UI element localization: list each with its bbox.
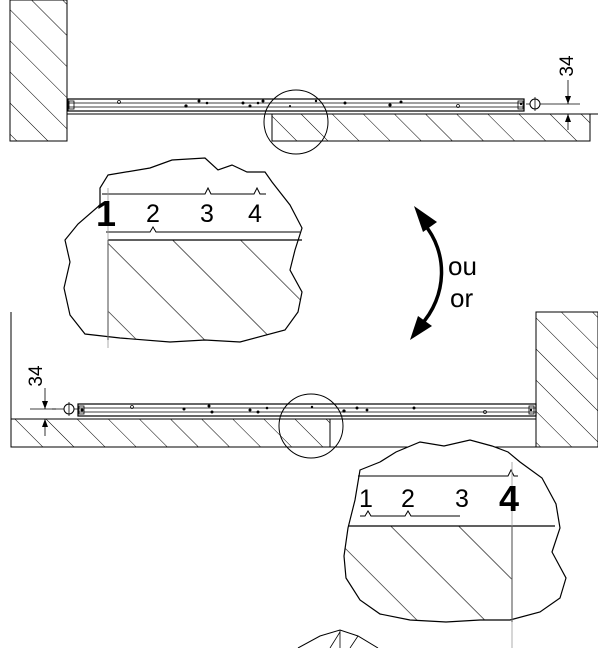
bottom-position-4: 4 [499, 478, 519, 519]
top-detail-circle [263, 89, 329, 155]
bottom-detail-view: 1 2 3 4 [343, 439, 567, 648]
bottom-right-wall [535, 311, 598, 448]
top-dimension: 34 [552, 55, 580, 130]
bottom-position-1: 1 [359, 485, 373, 513]
top-position-1: 1 [96, 193, 116, 234]
top-scale-top [102, 186, 266, 195]
bottom-scale-bottom [360, 510, 460, 517]
top-floor-slab [271, 113, 591, 142]
bottom-position-3: 3 [455, 485, 469, 513]
top-scale-bottom [106, 226, 300, 233]
top-dimension-label: 34 [557, 55, 578, 77]
top-left-wall [9, 0, 68, 142]
bottom-floor-slab [10, 418, 331, 448]
arrow-head-down [410, 316, 432, 340]
bottom-dimension-label: 34 [26, 365, 47, 387]
bottom-detail-circle [278, 393, 344, 459]
top-rail [67, 98, 525, 112]
alternative-label-en: or [450, 283, 473, 313]
bottom-configuration: 34 [10, 311, 598, 459]
bottom-dimension: 34 [26, 365, 56, 436]
bottom-rail [77, 403, 537, 417]
partial-next-detail [297, 629, 379, 648]
bottom-pivot-marker [52, 402, 78, 416]
alternative-arrow: ou or [410, 206, 477, 340]
top-detail-view: 1 2 3 4 [63, 157, 303, 348]
arrow-head-up [414, 206, 437, 232]
bottom-position-2: 2 [401, 485, 415, 513]
top-configuration: 34 [9, 0, 598, 155]
bottom-scale-top [358, 468, 518, 477]
top-position-2: 2 [146, 200, 160, 228]
alternative-label-fr: ou [448, 251, 477, 281]
top-position-3: 3 [200, 200, 214, 228]
top-pivot-marker [526, 97, 552, 111]
top-position-4: 4 [248, 200, 262, 228]
